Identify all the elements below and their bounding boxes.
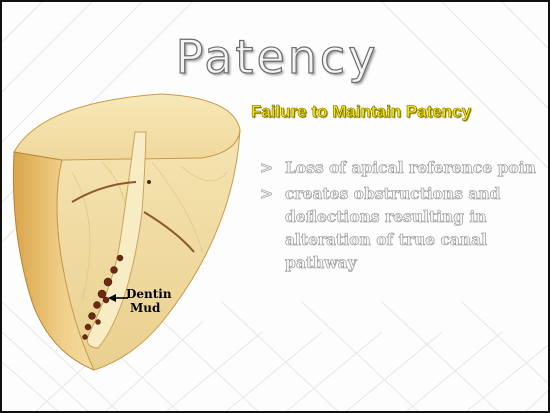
root-top-surface xyxy=(14,94,240,164)
canal-orifice xyxy=(147,180,151,184)
dentin-mud-label: Dentin Mud xyxy=(126,287,172,315)
root-cut-face xyxy=(57,130,240,370)
label-line: Mud xyxy=(130,301,160,315)
label-line: Dentin xyxy=(126,287,172,301)
